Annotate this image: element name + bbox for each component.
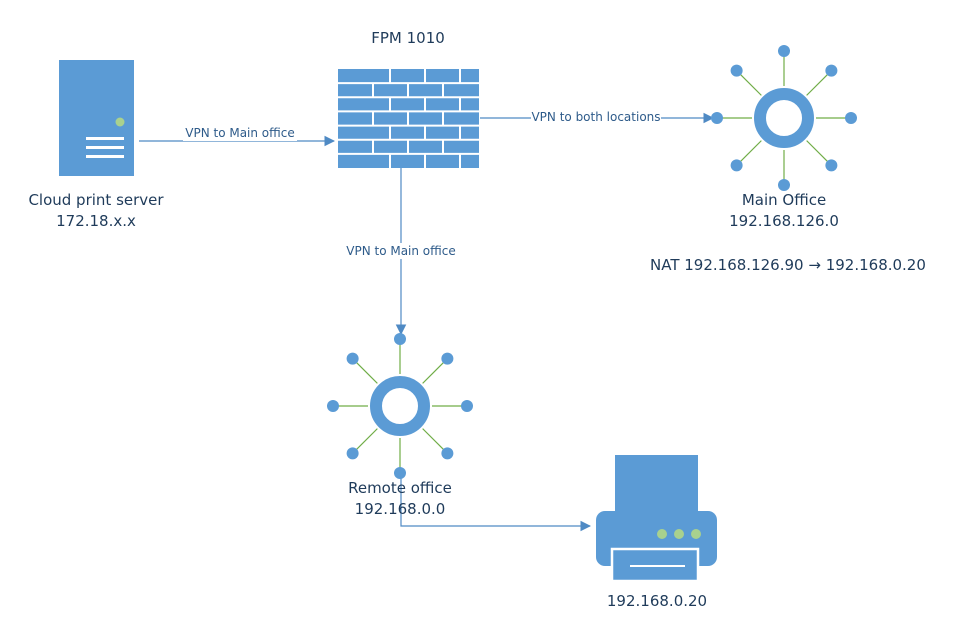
hub-icon[interactable] <box>711 45 857 191</box>
server-icon[interactable] <box>59 60 134 176</box>
remote-office-name-label: Remote office <box>348 479 452 497</box>
server-name-label: Cloud print server <box>28 191 164 209</box>
firewall-title-label: FPM 1010 <box>371 29 445 47</box>
printer-ip-label: 192.168.0.20 <box>607 592 707 610</box>
connector-remote-office-to-printer <box>400 476 592 532</box>
main-office-ip-label: 192.168.126.0 <box>729 212 839 230</box>
remote-office-ip-label: 192.168.0.0 <box>355 500 446 518</box>
nat-annotation: NAT 192.168.126.90 → 192.168.0.20 <box>650 256 926 274</box>
nat-arrow-icon: → <box>808 256 821 274</box>
nat-prefix: NAT <box>650 256 680 274</box>
hub-icon[interactable] <box>327 333 473 479</box>
main-office-name-label: Main Office <box>742 191 826 209</box>
edge-label-firewall-to-remote: VPN to Main office <box>346 244 455 258</box>
nat-from-ip: 192.168.126.90 <box>684 256 803 274</box>
firewall-icon[interactable] <box>338 69 479 168</box>
edge-label-server-to-firewall: VPN to Main office <box>185 126 294 140</box>
server-ip-label: 172.18.x.x <box>56 212 136 230</box>
nat-to-ip: 192.168.0.20 <box>826 256 926 274</box>
edge-label-firewall-to-main: VPN to both locations <box>531 110 660 124</box>
printer-icon[interactable] <box>596 455 717 583</box>
